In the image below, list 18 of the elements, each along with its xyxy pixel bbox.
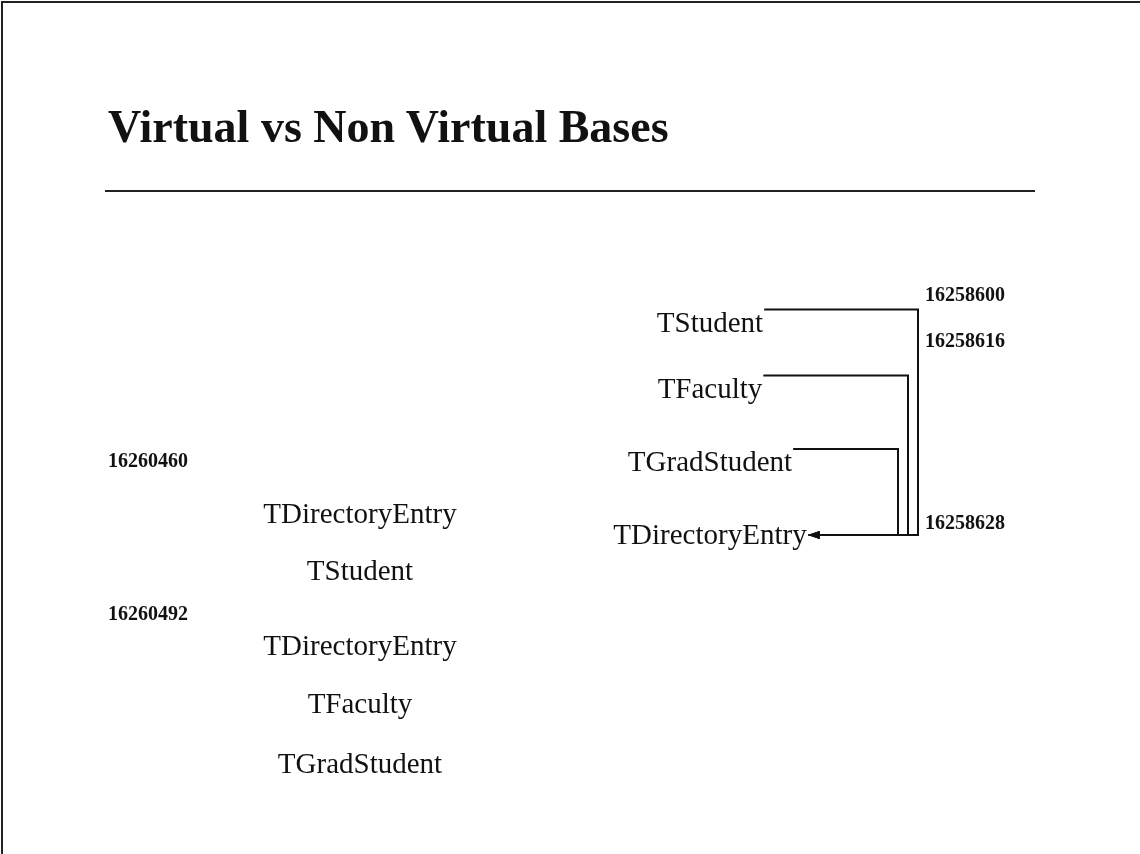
class-name-label: TStudent bbox=[656, 306, 764, 339]
class-name-label: TStudent bbox=[306, 555, 414, 587]
pointer-arrow bbox=[792, 448, 899, 539]
class-name-label: TDirectoryEntry bbox=[613, 519, 807, 551]
address-label: 16258628 bbox=[925, 512, 1005, 532]
address-label: 16260492 bbox=[108, 603, 188, 623]
pointer-arrow bbox=[763, 308, 919, 539]
class-name-label: TDirectoryEntry bbox=[263, 498, 457, 530]
address-label: 16258600 bbox=[925, 284, 1005, 304]
class-name-label: TFaculty bbox=[657, 372, 763, 405]
class-name-label: TFaculty bbox=[307, 688, 413, 720]
class-name-label: TGradStudent bbox=[627, 446, 793, 478]
class-name-label: TGradStudent bbox=[277, 748, 443, 780]
address-label: 16258616 bbox=[925, 330, 1005, 350]
pointer-arrow bbox=[762, 374, 909, 539]
slide-title: Virtual vs Non Virtual Bases bbox=[108, 102, 669, 153]
address-label: 16260460 bbox=[108, 450, 188, 470]
class-name-label: TDirectoryEntry bbox=[263, 630, 457, 662]
